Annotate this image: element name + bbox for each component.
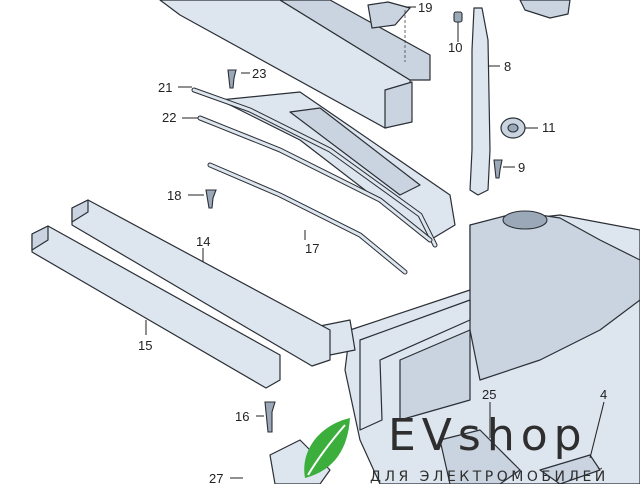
callout-10: 10: [448, 40, 462, 55]
callout-27: 27: [209, 471, 223, 484]
watermark-brand: EVshop: [388, 410, 588, 461]
rail-14-end: [71, 199, 89, 223]
callout-8: 8: [504, 59, 511, 74]
seal-22-fill: [198, 116, 432, 242]
leader-lines: [145, 6, 605, 479]
callout-9: 9: [518, 160, 525, 175]
bracket-4: [539, 454, 601, 484]
callout-4: 4: [600, 387, 607, 402]
seal-17-fill: [208, 163, 407, 274]
bracket-25: [439, 429, 521, 484]
bolt-9: [493, 159, 503, 179]
grommet-hole: [507, 123, 519, 133]
bolt-23: [227, 69, 237, 89]
tray-22: [219, 91, 456, 241]
clip-10: [453, 11, 463, 23]
strut-8: [469, 7, 491, 196]
callout-17: 17: [305, 241, 319, 256]
callout-18: 18: [167, 188, 181, 203]
callout-15: 15: [138, 338, 152, 353]
callout-19: 19: [418, 0, 432, 15]
callout-25: 25: [482, 387, 496, 402]
seal-21-fill: [192, 88, 437, 247]
leaf-vein: [307, 424, 346, 476]
watermark-tagline: ДЛЯ ЭЛЕКТРОМОБИЛЕЙ: [370, 467, 609, 484]
bolt-18: [205, 189, 217, 209]
bolt-16: [264, 401, 276, 433]
callout-23: 23: [252, 66, 266, 81]
evshop-watermark: EVshop ДЛЯ ЭЛЕКТРОМОБИЛЕЙ: [304, 410, 609, 484]
callout-16: 16: [235, 409, 249, 424]
callout-21: 21: [158, 80, 172, 95]
callout-14: 14: [196, 234, 210, 249]
top-right-part: [519, 0, 571, 19]
rail-15-end: [31, 225, 49, 251]
bracket-19: [367, 1, 411, 29]
callout-22: 22: [162, 110, 176, 125]
callout-11: 11: [542, 120, 556, 135]
upper-beam: [159, 0, 431, 129]
tray-recess: [289, 107, 421, 196]
